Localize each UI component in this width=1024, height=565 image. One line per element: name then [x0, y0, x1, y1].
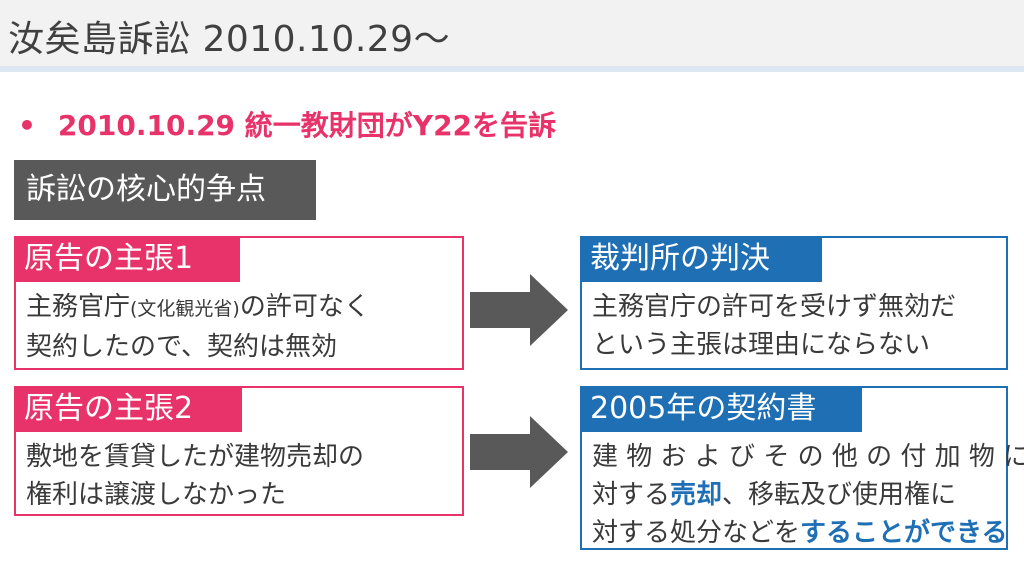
- claim1-card: 原告の主張1 主務官庁(文化観光省)の許可なく 契約したので、契約は無効: [14, 236, 464, 370]
- claim2-card: 原告の主張2 敷地を賃貸したが建物売却の 権利は譲渡しなかった: [14, 386, 464, 516]
- claim2-body: 敷地を賃貸したが建物売却の 権利は譲渡しなかった: [26, 438, 364, 514]
- bullet-dot: •: [18, 109, 36, 142]
- contract-line1: 建 物 お よ び そ の 他 の 付 加 物 に: [592, 442, 1024, 472]
- ruling-heading: 裁判所の判決: [580, 236, 822, 282]
- contract-line3-highlight: することができる: [800, 518, 1008, 548]
- page-title: 汝矣島訴訟 2010.10.29〜: [8, 19, 451, 60]
- contract-line3: 対する処分などをすることができる: [592, 514, 1024, 552]
- title-divider: [0, 66, 1024, 72]
- claim1-body: 主務官庁(文化観光省)の許可なく 契約したので、契約は無効: [26, 288, 370, 366]
- issue-label: 訴訟の核心的争点: [26, 172, 266, 207]
- contract-body: 建 物 お よ び そ の 他 の 付 加 物 に 対する売却、移転及び使用権に…: [592, 438, 1024, 552]
- contract-line3-a: 対する処分などを: [592, 518, 801, 548]
- right-arrow-icon: [470, 416, 568, 488]
- contract-line2-b: 、移転及び使用権に: [722, 480, 957, 510]
- contract-heading: 2005年の契約書: [580, 386, 862, 432]
- contract-card: 2005年の契約書 建 物 お よ び そ の 他 の 付 加 物 に 対する売…: [580, 386, 1024, 550]
- claim2-heading: 原告の主張2: [14, 386, 242, 432]
- claim1-heading: 原告の主張1: [14, 236, 240, 282]
- claim1-line1-a: 主務官庁: [26, 292, 131, 322]
- claim2-line2: 権利は譲渡しなかった: [26, 480, 287, 510]
- title-bar: 汝矣島訴訟 2010.10.29〜: [0, 0, 1024, 66]
- ruling-line1: 主務官庁の許可を受けず無効だ: [592, 292, 957, 322]
- contract-line2: 対する売却、移転及び使用権に: [592, 476, 1024, 514]
- ruling-line2: という主張は理由にならない: [592, 330, 931, 360]
- claim1-line1-b: の許可なく: [239, 292, 370, 322]
- claim1-line2: 契約したので、契約は無効: [26, 332, 337, 362]
- contract-line2-a: 対する: [592, 480, 671, 510]
- issue-label-box: 訴訟の核心的争点: [14, 160, 316, 220]
- right-arrow-icon: [470, 274, 568, 346]
- contract-line2-highlight: 売却: [670, 480, 723, 510]
- headline-bullet: • 2010.10.29 統一教財団がY22を告訴: [18, 104, 556, 144]
- headline-text: 2010.10.29 統一教財団がY22を告訴: [57, 109, 557, 142]
- ruling-body: 主務官庁の許可を受けず無効だ という主張は理由にならない: [592, 288, 956, 364]
- claim1-line1: 主務官庁(文化観光省)の許可なく: [26, 288, 370, 328]
- ruling-card: 裁判所の判決 主務官庁の許可を受けず無効だ という主張は理由にならない: [580, 236, 1008, 370]
- claim2-line1: 敷地を賃貸したが建物売却の: [26, 442, 365, 472]
- claim1-line1-small: (文化観光省): [130, 298, 240, 320]
